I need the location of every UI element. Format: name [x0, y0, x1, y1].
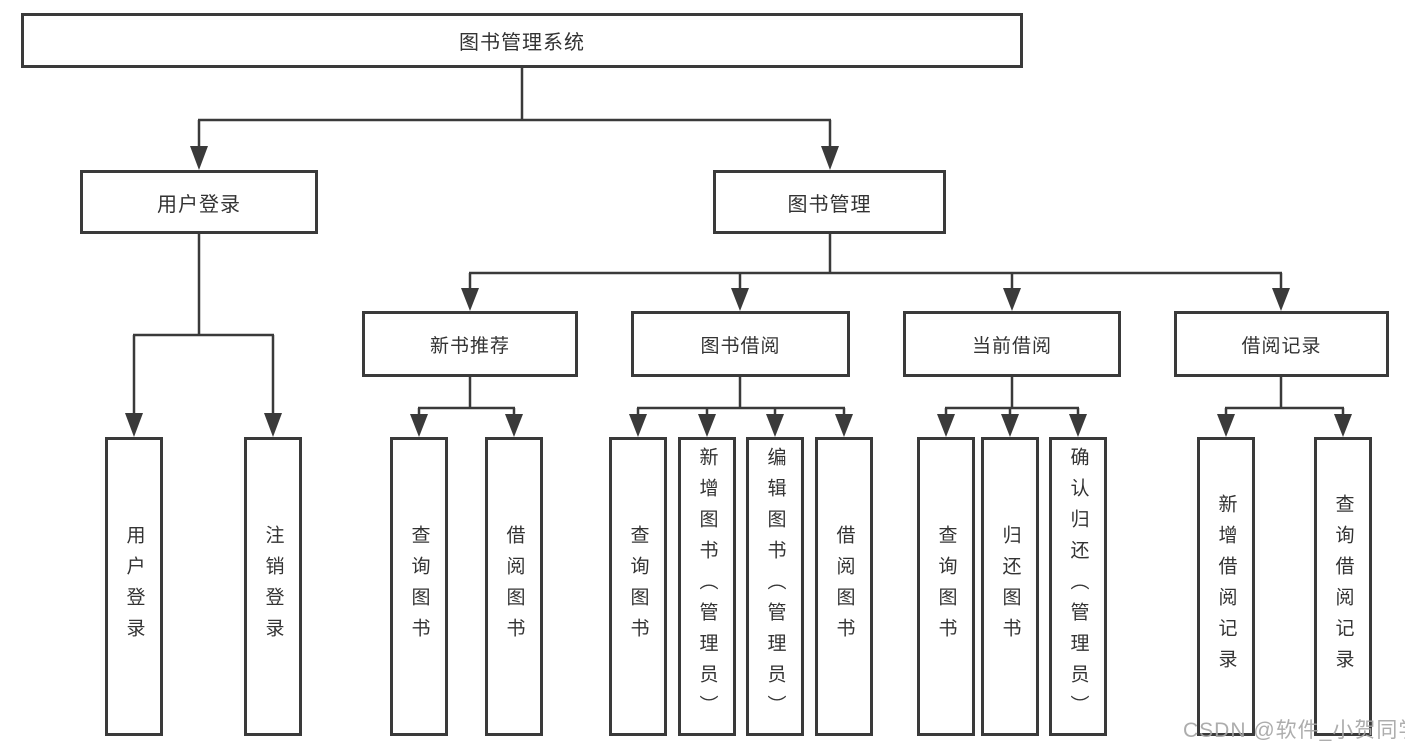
leaf-add-borrow-record: 新增借阅记录 — [1197, 437, 1255, 736]
leaf-query-books-current: 查询图书 — [917, 437, 975, 736]
node-book-management: 图书管理 — [713, 170, 946, 234]
node-label: 当前借阅 — [971, 335, 1052, 357]
node-label: 新书推荐 — [429, 335, 510, 357]
leaf-label: 借阅图书 — [833, 524, 855, 649]
leaf-query-borrow-record: 查询借阅记录 — [1314, 437, 1372, 736]
node-current-borrowing: 当前借阅 — [903, 311, 1121, 377]
node-user-login: 用户登录 — [80, 170, 318, 234]
leaf-label: 确认归还（管理员） — [1067, 447, 1089, 726]
leaf-label: 查询借阅记录 — [1332, 493, 1354, 680]
arrowheads — [125, 146, 1352, 437]
leaf-label: 注销登录 — [262, 524, 284, 649]
leaf-user-login: 用户登录 — [105, 437, 163, 736]
root-label: 图书管理系统 — [459, 32, 585, 54]
leaf-label: 用户登录 — [123, 524, 145, 649]
node-book-borrowing: 图书借阅 — [631, 311, 850, 377]
node-borrowing-records: 借阅记录 — [1174, 311, 1389, 377]
node-label: 借阅记录 — [1241, 335, 1322, 357]
leaf-borrow-books-recommend: 借阅图书 — [485, 437, 543, 736]
leaf-label: 新增图书（管理员） — [696, 447, 718, 726]
leaf-label: 查询图书 — [935, 524, 957, 649]
node-library-management-system: 图书管理系统 — [21, 13, 1023, 68]
node-label: 用户登录 — [157, 193, 241, 216]
leaf-query-books-recommend: 查询图书 — [390, 437, 448, 736]
leaf-label: 归还图书 — [999, 524, 1021, 649]
leaf-label: 借阅图书 — [503, 524, 525, 649]
leaf-add-books-admin: 新增图书（管理员） — [678, 437, 736, 736]
leaf-label: 新增借阅记录 — [1215, 493, 1237, 680]
leaf-edit-books-admin: 编辑图书（管理员） — [746, 437, 804, 736]
leaf-return-books: 归还图书 — [981, 437, 1039, 736]
leaf-query-books-borrowing: 查询图书 — [609, 437, 667, 736]
leaf-borrow-books-borrowing: 借阅图书 — [815, 437, 873, 736]
watermark-text: CSDN @软件_小贺同学 — [1183, 719, 1405, 742]
leaf-label: 查询图书 — [627, 524, 649, 649]
leaf-confirm-return-admin: 确认归还（管理员） — [1049, 437, 1107, 736]
leaf-label: 编辑图书（管理员） — [764, 447, 786, 726]
node-label: 图书管理 — [787, 193, 872, 216]
node-label: 图书借阅 — [700, 335, 781, 357]
leaf-label: 查询图书 — [408, 524, 430, 649]
node-new-book-recommendation: 新书推荐 — [362, 311, 578, 377]
leaf-logout-login: 注销登录 — [244, 437, 302, 736]
